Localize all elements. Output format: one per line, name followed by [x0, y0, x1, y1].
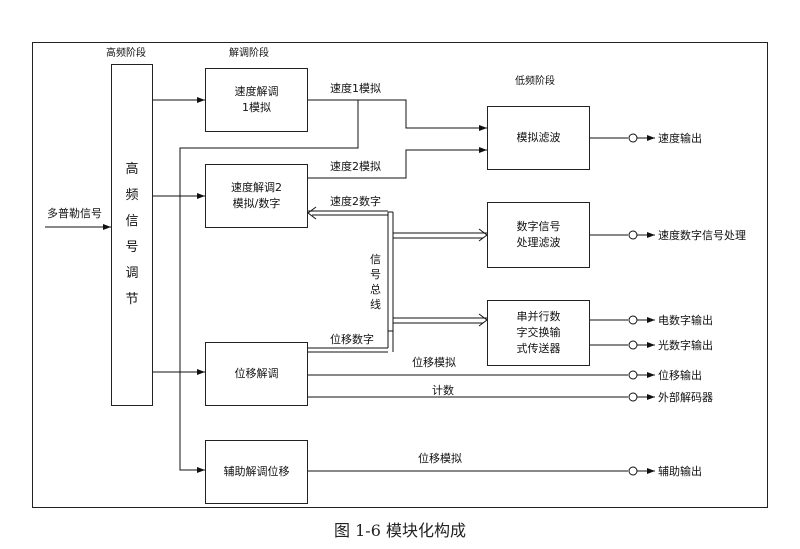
bus-char: 号 — [370, 268, 381, 281]
aux-demod-block: 辅助解调位移 — [205, 440, 308, 504]
branch-to-aux — [179, 100, 359, 473]
output-external-decoder: 外部解码器 — [658, 391, 713, 404]
signal-bus-label: 信 号 总 线 — [370, 252, 381, 312]
input-label: 多普勒信号 — [47, 207, 102, 220]
hf-signal-conditioning-block: 高 频 信 号 调 节 — [111, 64, 153, 406]
block-line: 1模拟 — [242, 101, 271, 114]
speed1-to-filter — [308, 99, 487, 131]
output-auxiliary: 辅助输出 — [658, 465, 702, 478]
block-line: 速度解调2 — [231, 181, 282, 194]
block-line: 数字信号 — [516, 220, 561, 233]
figure-caption: 图 1-6 模块化构成 — [334, 521, 466, 540]
stage-label-hf: 高频阶段 — [106, 48, 146, 59]
block-line: 式传送器 — [516, 342, 561, 355]
signal-label-disp-digital: 位移数字 — [330, 333, 374, 346]
output-optical-digital: 光数字输出 — [658, 339, 713, 352]
block-line: 字交换输 — [516, 326, 561, 339]
output-displacement: 位移输出 — [658, 369, 702, 382]
disp-demod-block: 位移解调 — [205, 342, 308, 406]
digital-filter-block: 数字信号 处理滤波 — [487, 202, 590, 268]
signal-label-speed2-digital: 速度2数字 — [330, 195, 381, 208]
signal-label-disp-analog: 位移模拟 — [412, 356, 456, 369]
output-connectors — [628, 133, 655, 476]
hf-char: 信 — [125, 214, 139, 229]
bus-char: 信 — [370, 253, 381, 266]
output-speed: 速度输出 — [658, 132, 702, 145]
bus-char: 总 — [370, 283, 381, 296]
diagram-frame — [32, 42, 768, 508]
block-line: 处理滤波 — [516, 236, 561, 249]
analog-filter-block: 模拟滤波 — [487, 106, 590, 170]
output-speed-digital-processing: 速度数字信号处理 — [658, 229, 746, 242]
speed1-demod-block: 速度解调 1模拟 — [205, 68, 308, 132]
signal-label-speed1-analog: 速度1模拟 — [330, 82, 381, 95]
hf-char: 频 — [125, 188, 139, 203]
signal-label-aux-disp-analog: 位移模拟 — [418, 452, 462, 465]
stage-label-lf: 低频阶段 — [515, 76, 555, 87]
hf-char: 节 — [125, 292, 139, 307]
stage-label-demod: 解调阶段 — [229, 48, 269, 59]
serial-parallel-block: 串并行数 字交换输 式传送器 — [487, 300, 590, 366]
speed2-demod-block: 速度解调2 模拟/数字 — [205, 164, 308, 228]
block-line: 串并行数 — [516, 310, 561, 323]
hf-char: 调 — [125, 266, 139, 281]
signal-label-count: 计数 — [432, 384, 454, 397]
output-electrical-digital: 电数字输出 — [658, 314, 713, 327]
signal-label-speed2-analog: 速度2模拟 — [330, 160, 381, 173]
block-line: 模拟/数字 — [232, 197, 281, 210]
bus-char: 线 — [370, 298, 381, 311]
block-line: 速度解调 — [234, 85, 279, 98]
speed2-to-filter — [308, 147, 487, 179]
hf-char: 号 — [125, 240, 139, 255]
hf-char: 高 — [125, 162, 139, 177]
